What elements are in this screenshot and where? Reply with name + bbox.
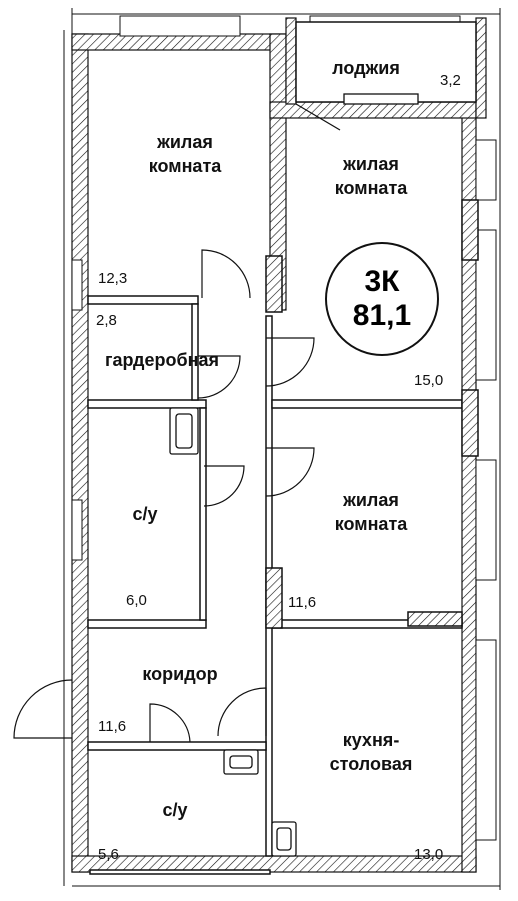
label-bathroom-1: с/у — [132, 504, 158, 524]
loggia-room — [295, 21, 477, 103]
windows — [71, 15, 497, 841]
label-living-2: жилая комната — [334, 154, 408, 198]
label-living-3: жилая комната — [334, 490, 408, 534]
label-kitchen: кухня- столовая — [329, 730, 413, 774]
area-wardrobe: 2,8 — [96, 312, 117, 329]
area-bathroom-1: 6,0 — [126, 592, 147, 609]
label-wardrobe: гардеробная — [105, 350, 219, 370]
doors — [13, 103, 341, 743]
label-living-1: жилая комната — [148, 132, 222, 176]
label-corridor: коридор — [142, 664, 218, 684]
outer-walls — [71, 17, 487, 873]
wall-loggia-right — [475, 17, 487, 119]
inner-walls — [87, 199, 479, 875]
apartment-badge: 3К 81,1 — [325, 242, 439, 356]
area-living-2: 15,0 — [414, 372, 444, 389]
badge-rooms: 3К — [364, 265, 400, 298]
area-kitchen: 13,0 — [414, 846, 444, 863]
area-loggia: 3,2 — [440, 72, 461, 89]
label-bathroom-2: с/у — [162, 800, 188, 820]
loggia-door — [343, 93, 419, 105]
area-corridor: 11,6 — [98, 718, 127, 735]
dimension-lines — [63, 8, 501, 890]
fixtures — [169, 93, 419, 857]
wall-loggia-left — [285, 17, 297, 105]
label-loggia: лоджия — [332, 58, 400, 78]
area-bathroom-2: 5,6 — [98, 846, 119, 863]
area-living-3: 11,6 — [288, 594, 317, 611]
badge-total-area: 81,1 — [352, 299, 412, 332]
area-living-1: 12,3 — [98, 270, 128, 287]
wall-left — [71, 33, 89, 873]
